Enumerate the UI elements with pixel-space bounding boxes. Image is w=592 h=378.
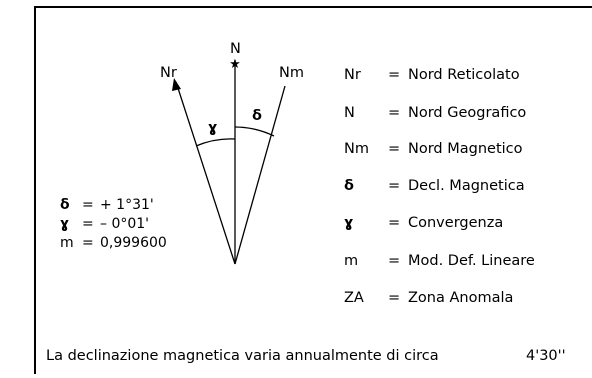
value-symbol: δ xyxy=(60,197,70,213)
footer-text: La declinazione magnetica varia annualme… xyxy=(46,348,439,364)
label-delta: δ xyxy=(252,108,262,124)
value-symbol: m xyxy=(60,235,74,251)
footer-value: 4'30'' xyxy=(526,348,566,364)
legend-text: Decl. Magnetica xyxy=(408,178,525,194)
diagram-frame xyxy=(34,6,592,374)
reticolato-arrow-icon xyxy=(172,78,181,91)
legend-text: Nord Reticolato xyxy=(408,67,520,83)
legend-symbol: δ xyxy=(344,178,354,194)
legend-symbol: ZA xyxy=(344,290,364,306)
legend-eq: = xyxy=(388,67,400,83)
legend-eq: = xyxy=(388,290,400,306)
legend-symbol: Nr xyxy=(344,67,361,83)
legend-eq: = xyxy=(388,178,400,194)
legend-text: Nord Magnetico xyxy=(408,141,523,157)
value-eq: = xyxy=(82,216,94,232)
label-gamma: ɣ xyxy=(208,120,217,136)
label-n: N xyxy=(230,41,241,57)
label-nm: Nm xyxy=(279,65,304,81)
legend-text: Zona Anomala xyxy=(408,290,513,306)
legend-symbol: m xyxy=(344,253,358,269)
values-block: δ = + 1°31' ɣ = – 0°01' m = 0,999600 xyxy=(60,197,167,251)
legend-eq: = xyxy=(388,141,400,157)
legend-symbol: Nm xyxy=(344,141,369,157)
value-text: + 1°31' xyxy=(100,197,154,213)
magnetic-north-line xyxy=(234,85,286,265)
legend-text: Convergenza xyxy=(408,215,503,231)
gamma-arc xyxy=(195,138,236,147)
value-eq: = xyxy=(82,197,94,213)
value-text: – 0°01' xyxy=(100,216,149,232)
value-symbol: ɣ xyxy=(60,216,69,232)
label-nr: Nr xyxy=(160,65,177,81)
legend: Nr = Nord Reticolato N = Nord Geografico… xyxy=(344,67,535,306)
legend-eq: = xyxy=(388,253,400,269)
legend-text: Mod. Def. Lineare xyxy=(408,253,535,269)
legend-symbol: ɣ xyxy=(344,215,353,231)
legend-eq: = xyxy=(388,215,400,231)
value-text: 0,999600 xyxy=(100,235,167,251)
legend-symbol: N xyxy=(344,105,355,121)
legend-eq: = xyxy=(388,105,400,121)
legend-text: Nord Geografico xyxy=(408,105,526,121)
star-icon: ★ xyxy=(229,57,241,72)
value-eq: = xyxy=(82,235,94,251)
reticolato-north-line xyxy=(175,81,236,265)
delta-arc xyxy=(234,126,275,137)
